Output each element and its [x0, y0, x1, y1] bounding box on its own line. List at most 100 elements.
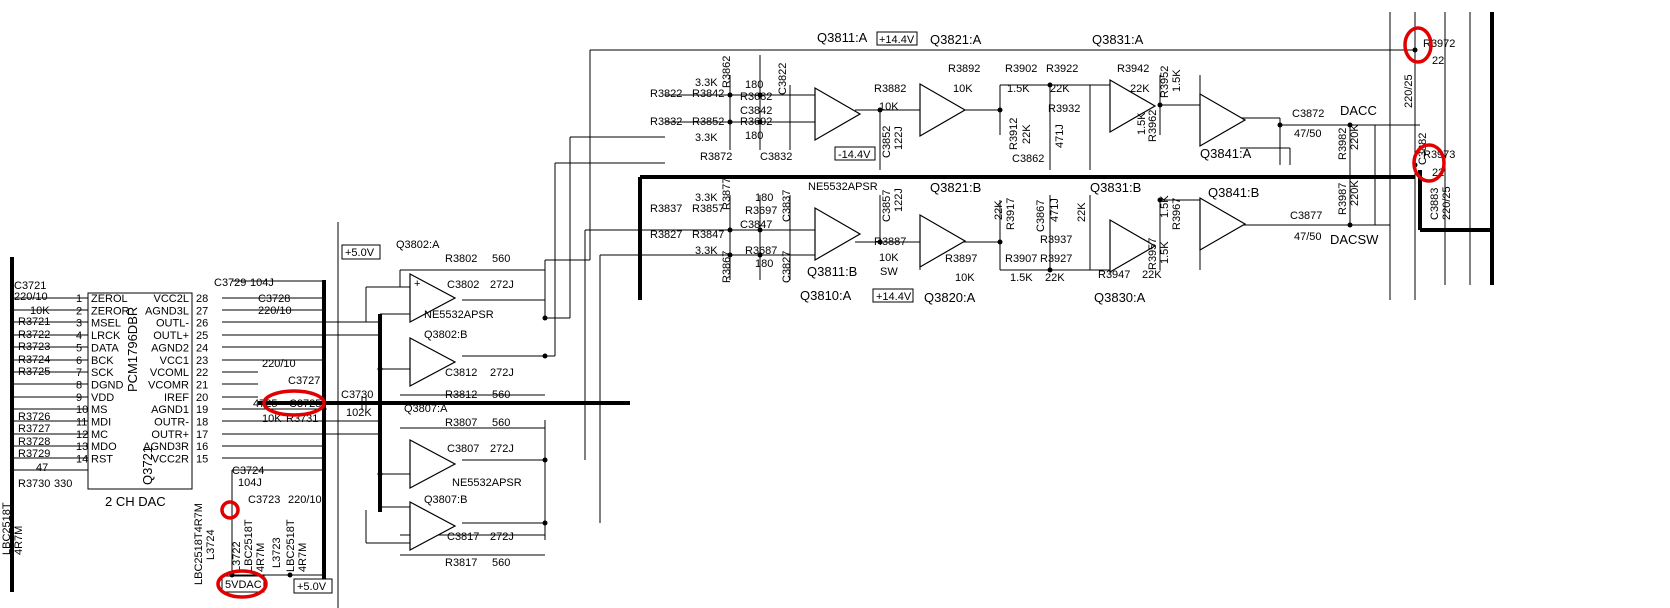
q3821b-label: Q3821:B — [930, 180, 981, 195]
q3807a-label: Q3807:A — [404, 403, 448, 415]
r3922-label: R3922 — [1046, 63, 1078, 75]
highlight-r3972 — [1403, 26, 1433, 64]
dac-pin-name: AGND3R — [143, 441, 189, 453]
dac-pin-number: 7 — [76, 367, 82, 379]
dacsw-label: DACSW — [1330, 232, 1379, 247]
opamp-q3807b — [409, 501, 457, 551]
q3821a-label: Q3821:A — [930, 32, 982, 47]
r3817-value: 560 — [492, 557, 510, 569]
dac-pin-name: MDO — [91, 441, 117, 453]
lbc-c-label: LBC2518T — [285, 519, 297, 572]
ne-c-label: NE5532APSR — [808, 181, 878, 193]
ne-a-label: NE5532APSR — [424, 309, 494, 321]
opamp-q3811a — [814, 86, 862, 142]
lbc-a-label: LBC2518T4R7M — [193, 503, 205, 585]
q3831a-label: Q3831:A — [1092, 32, 1144, 47]
c3807-value: 272J — [490, 443, 514, 455]
v33d: 3.3K — [695, 245, 718, 257]
q3830a-label: Q3830:A — [1094, 290, 1146, 305]
resistor-label: R3722 — [18, 329, 50, 341]
v22kd: 22K — [993, 200, 1005, 220]
c3721-value: 220/10 — [14, 291, 48, 303]
dac-pin-number: 12 — [76, 429, 88, 441]
filter-wires — [665, 55, 1420, 280]
dac-pin-number: 19 — [196, 404, 208, 416]
r3877-label: R3877 — [721, 178, 733, 210]
resistor-label: R3721 — [18, 316, 50, 328]
c3857-label: C3857 — [881, 190, 893, 222]
r3837-label: R3837 — [650, 203, 682, 215]
v10kd: 10K — [955, 272, 975, 284]
r3962-label: R3962 — [1147, 110, 1159, 142]
ne-b-label: NE5532APSR — [452, 477, 522, 489]
opamp-q3841a — [1199, 92, 1247, 148]
q3841a-label: Q3841:A — [1200, 146, 1252, 161]
r3872-label: R3872 — [700, 151, 732, 163]
v220k-b: 220K — [1349, 180, 1361, 206]
dac-pin-name: OUTR+ — [151, 429, 189, 441]
p5v-label-a: +5.0V — [345, 247, 375, 259]
dac-pin-number: 25 — [196, 330, 208, 342]
c3807-label: C3807 — [447, 443, 479, 455]
iv-stage-wires — [365, 49, 1415, 556]
dac-pin-number: 16 — [196, 441, 208, 453]
dac-output-wires — [222, 280, 380, 471]
c3721-label: C3721 — [14, 280, 46, 292]
r3682-label: R3682 — [740, 91, 772, 103]
v122j-a: 122J — [893, 126, 905, 150]
dac-pin-name: DGND — [91, 379, 123, 391]
dac-part-label: PCM1796DBR — [125, 307, 140, 392]
lbc-left-value: 4R7M — [13, 526, 25, 555]
c3872-label: C3872 — [1292, 108, 1324, 120]
r47-label: 47 — [36, 462, 48, 474]
dac-pin-number: 28 — [196, 293, 208, 305]
v180c: 180 — [755, 192, 773, 204]
vdac-box — [221, 575, 265, 593]
q3807b-label: Q3807:B — [424, 494, 467, 506]
r3812-label: R3812 — [445, 389, 477, 401]
highlight-vdac — [216, 569, 268, 599]
opamp-q3841b — [1199, 196, 1247, 252]
r3973-label: R3973 — [1423, 149, 1455, 161]
v15kd: 1.5K — [1010, 272, 1033, 284]
resistor-label: R3725 — [18, 366, 50, 378]
v180a: 180 — [745, 79, 763, 91]
v10ka: 10K — [879, 101, 899, 113]
opamp-q3807a — [409, 439, 457, 489]
v33c: 3.3K — [695, 192, 718, 204]
c3847-label: C3847 — [740, 219, 772, 231]
v22025a: 220/25 — [1403, 74, 1415, 108]
dac-pin-name: VCC2L — [154, 293, 189, 305]
c3822-label: C3822 — [777, 63, 789, 95]
r3987-label: R3987 — [1337, 183, 1349, 215]
c3724-label: C3724 — [232, 465, 264, 477]
dac-chip-body — [87, 292, 193, 490]
lbc-b-value: 4R7M — [255, 543, 267, 572]
q3802b-label: Q3802:B — [424, 329, 467, 341]
resistor-label: R3727 — [18, 423, 50, 435]
c3723-value: 220/10 — [288, 494, 322, 506]
opamp-q3831b — [1109, 218, 1157, 274]
highlight-l3724 — [220, 500, 240, 520]
p5v-box-b — [293, 578, 333, 594]
r3902-label: R3902 — [1005, 63, 1037, 75]
r3937-label: R3937 — [1040, 234, 1072, 246]
dac-pin-number: 18 — [196, 417, 208, 429]
dac-pin-name: VCC1 — [160, 355, 189, 367]
m144-label: -14.4V — [838, 149, 871, 161]
dac-pin-number: 23 — [196, 355, 208, 367]
opamp-q3802a: + — [409, 273, 457, 323]
dac-pin-name: VCC2R — [152, 454, 189, 466]
dac-pin-name: ZEROR — [91, 305, 130, 317]
v10kb: 10K — [953, 83, 973, 95]
v180b: 180 — [745, 130, 763, 142]
c3832-label: C3832 — [760, 151, 792, 163]
c3725-label: C3725 — [289, 398, 321, 410]
r3827-label: R3827 — [650, 229, 682, 241]
dac-pin-name: MDI — [91, 417, 111, 429]
r3887-label: R3887 — [874, 236, 906, 248]
dac-pin-number: 22 — [196, 367, 208, 379]
r3812-value: 560 — [492, 389, 510, 401]
